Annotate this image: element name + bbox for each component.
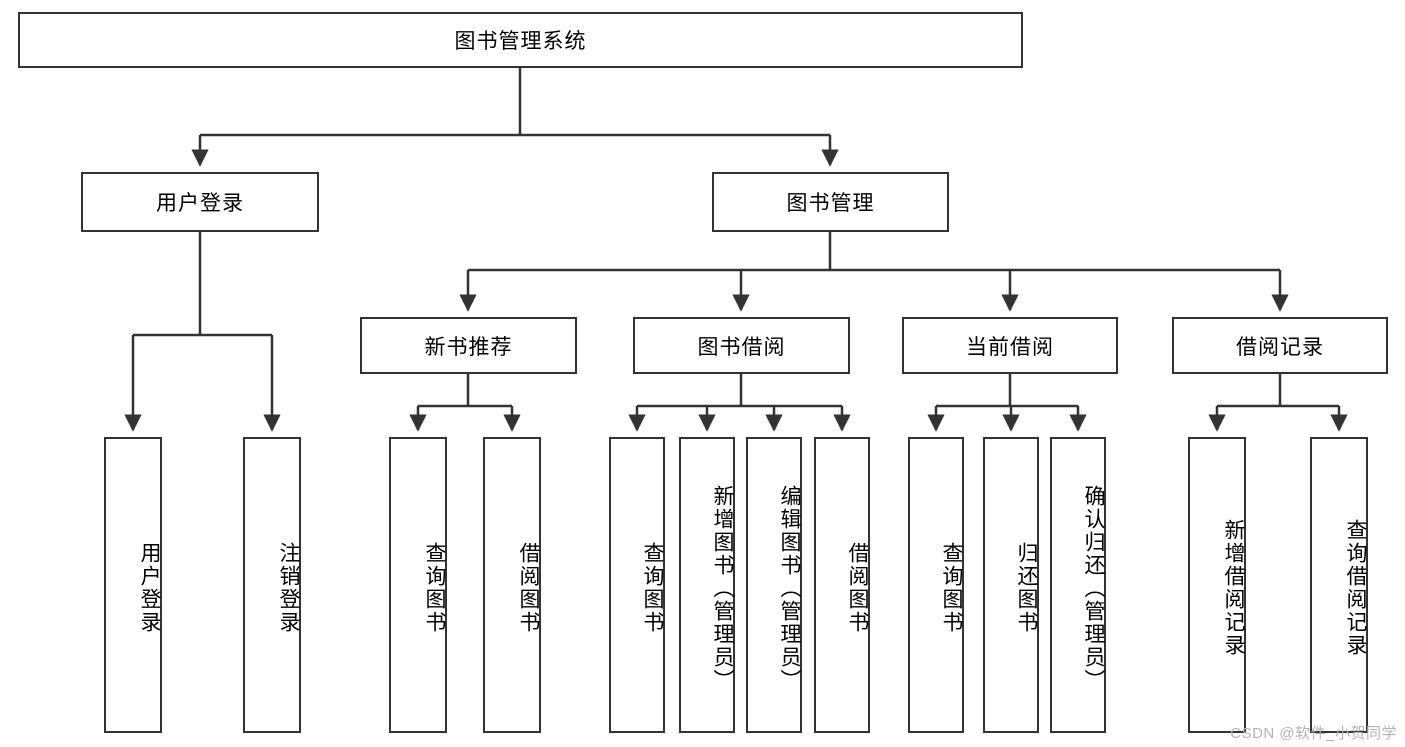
leaf-query-book-current-label: 查询图书 [940,542,963,634]
leaf-logout[interactable]: 注销登录 [243,437,301,733]
leaf-edit-book-admin[interactable]: 编辑图书（管理员） [746,437,802,733]
node-current-borrow[interactable]: 当前借阅 [902,317,1118,374]
leaf-query-book-borrow[interactable]: 查询图书 [609,437,665,733]
node-new-book-recommend-label: 新书推荐 [424,335,513,359]
node-user-login[interactable]: 用户登录 [81,172,319,232]
leaf-confirm-return-admin-label: 确认归还（管理员） [1082,484,1105,692]
leaf-confirm-return-admin[interactable]: 确认归还（管理员） [1050,437,1106,733]
leaf-query-book-recommend[interactable]: 查询图书 [389,437,447,733]
leaf-borrow-book-recommend-label: 借阅图书 [517,542,540,634]
leaf-borrow-book-recommend[interactable]: 借阅图书 [483,437,541,733]
node-book-management[interactable]: 图书管理 [712,172,949,232]
node-root-label: 图书管理系统 [454,30,587,53]
leaf-query-borrow-record[interactable]: 查询借阅记录 [1310,437,1368,733]
node-new-book-recommend[interactable]: 新书推荐 [360,317,577,374]
leaf-add-borrow-record-label: 新增借阅记录 [1222,519,1245,657]
node-user-login-label: 用户登录 [156,192,244,215]
leaf-query-book-borrow-label: 查询图书 [641,542,664,634]
leaf-user-login-label: 用户登录 [138,542,161,634]
leaf-edit-book-admin-label: 编辑图书（管理员） [778,484,801,692]
leaf-add-book-admin-label: 新增图书（管理员） [711,484,734,692]
leaf-return-book-label: 归还图书 [1015,542,1038,634]
leaf-return-book[interactable]: 归还图书 [983,437,1039,733]
leaf-query-book-recommend-label: 查询图书 [423,542,446,634]
node-borrow-record-label: 借阅记录 [1236,335,1324,359]
node-book-borrow-label: 图书借阅 [697,335,786,359]
leaf-borrow-book[interactable]: 借阅图书 [814,437,870,733]
watermark: CSDN @软件_小贺同学 [1230,725,1397,742]
node-book-management-label: 图书管理 [786,192,875,215]
leaf-borrow-book-label: 借阅图书 [846,542,869,634]
node-borrow-record[interactable]: 借阅记录 [1172,317,1388,374]
leaf-add-borrow-record[interactable]: 新增借阅记录 [1188,437,1246,733]
leaf-add-book-admin[interactable]: 新增图书（管理员） [679,437,735,733]
leaf-query-book-current[interactable]: 查询图书 [908,437,964,733]
leaf-query-borrow-record-label: 查询借阅记录 [1344,519,1367,657]
leaf-user-login[interactable]: 用户登录 [104,437,162,733]
node-book-borrow[interactable]: 图书借阅 [633,317,850,374]
leaf-logout-label: 注销登录 [277,542,300,634]
node-root[interactable]: 图书管理系统 [18,12,1023,68]
node-current-borrow-label: 当前借阅 [966,335,1054,359]
